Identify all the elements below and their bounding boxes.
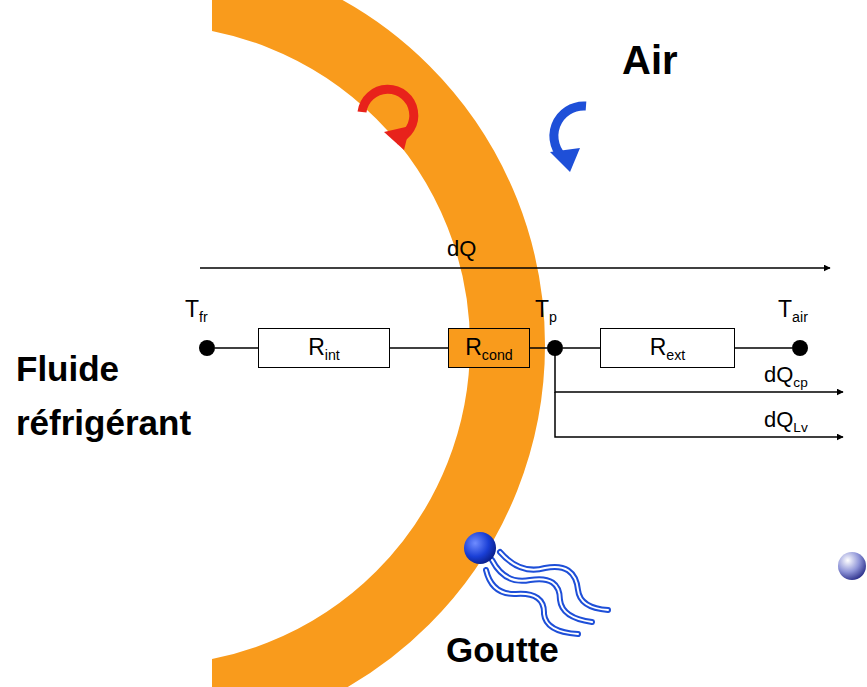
resistance-box: Rcond — [448, 328, 530, 368]
heat-flux-arrow — [200, 267, 830, 269]
symbol-base: T — [778, 296, 792, 322]
temperature-label: Tair — [778, 296, 808, 325]
thermal-link — [563, 347, 600, 349]
symbol-base: dQ — [764, 362, 793, 387]
thermal-link — [215, 347, 258, 349]
latent-flux-arrow — [555, 392, 843, 437]
resistance-box: Rext — [600, 328, 735, 368]
region-label: Air — [622, 38, 678, 83]
flux-label: dQcp — [764, 362, 808, 390]
symbol-subscript: cp — [793, 375, 807, 390]
thermal-link — [530, 347, 547, 349]
symbol-base: dQ — [764, 407, 793, 432]
resistance-box: Rint — [258, 328, 390, 368]
symbol-subscript: cond — [482, 346, 513, 362]
resistance-label: Rcond — [465, 334, 513, 363]
symbol-base: R — [308, 334, 325, 360]
symbol-subscript: air — [792, 309, 808, 325]
symbol-base: R — [465, 334, 482, 360]
temperature-node: Tp — [547, 340, 563, 356]
symbol-subscript: p — [549, 309, 557, 325]
temperature-node: Tfr — [199, 340, 215, 356]
symbol-subscript: int — [325, 346, 340, 362]
symbol-base: T — [185, 296, 199, 322]
temperature-node: Tair — [792, 340, 808, 356]
flux-label: dQ — [447, 236, 476, 262]
droplet-waves — [486, 552, 608, 634]
symbol-base: R — [650, 334, 667, 360]
convection-inner-arrow — [362, 89, 414, 150]
temperature-label: Tfr — [185, 296, 208, 325]
thermal-link — [735, 347, 792, 349]
water-droplet — [464, 532, 496, 564]
convection-outer-arrow — [550, 106, 586, 172]
temperature-label: Tp — [535, 296, 557, 325]
symbol-subscript: fr — [199, 309, 208, 325]
region-label: Fluide réfrigérant — [16, 342, 256, 451]
symbol-subscript: Lv — [793, 420, 807, 435]
resistance-label: Rint — [308, 334, 340, 363]
thermal-link — [390, 347, 448, 349]
symbol-base: T — [535, 296, 549, 322]
decorative-bullet — [838, 552, 866, 580]
resistance-label: Rext — [650, 334, 686, 363]
symbol-subscript: ext — [666, 346, 685, 362]
droplet-label: Goutte — [446, 630, 559, 670]
flux-label: dQLv — [764, 407, 808, 435]
